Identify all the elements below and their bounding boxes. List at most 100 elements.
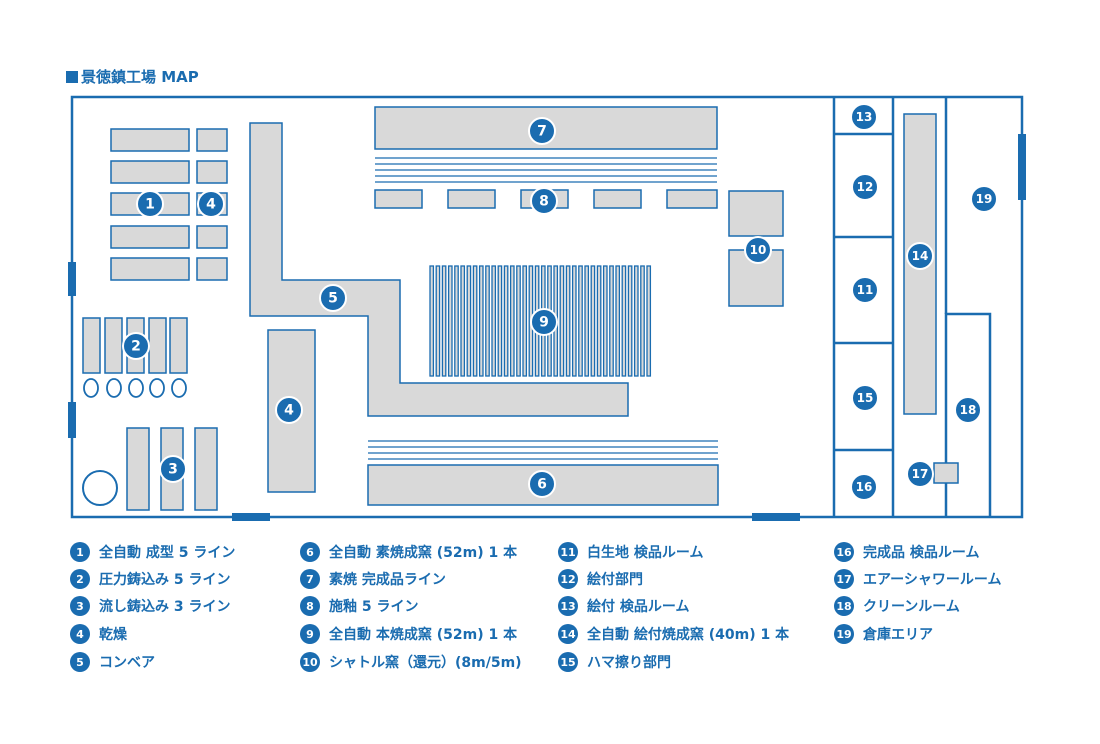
marker-number: 5 bbox=[328, 291, 338, 307]
glaze-line-slat bbox=[460, 265, 466, 377]
glaze-line-slat bbox=[640, 265, 645, 377]
glaze-line-slat bbox=[646, 265, 652, 377]
marker-number: 4 bbox=[284, 403, 294, 419]
legend-label: 絵付 検品ルーム bbox=[587, 599, 690, 615]
legend-item-15: 15 ハマ擦り部門 bbox=[558, 652, 671, 672]
equipment bbox=[196, 257, 228, 281]
equipment bbox=[126, 427, 150, 511]
oval bbox=[149, 378, 165, 398]
legend-number: 19 bbox=[834, 624, 854, 644]
area-marker-17: 17 bbox=[906, 460, 934, 488]
glaze-line-slat bbox=[615, 265, 621, 377]
marker-number: 11 bbox=[857, 283, 874, 297]
legend-label: 流し鋳込み 3 ライン bbox=[99, 599, 231, 615]
equipment bbox=[666, 189, 718, 209]
building-outline bbox=[70, 95, 1024, 519]
legend-label: ハマ擦り部門 bbox=[587, 655, 671, 671]
legend-number: 3 bbox=[70, 596, 90, 616]
area-marker-14: 14 bbox=[906, 242, 934, 270]
marker-number: 8 bbox=[539, 194, 549, 210]
marker-number: 4 bbox=[206, 197, 216, 213]
legend-number: 14 bbox=[558, 624, 578, 644]
legend-number: 9 bbox=[300, 624, 320, 644]
door bbox=[752, 513, 800, 521]
legend-number: 15 bbox=[558, 652, 578, 672]
door bbox=[68, 262, 76, 296]
glaze-line-slat bbox=[522, 265, 528, 377]
legend-item-19: 19 倉庫エリア bbox=[834, 624, 933, 644]
glaze-line-slat bbox=[559, 265, 565, 377]
legend-number: 5 bbox=[70, 652, 90, 672]
glaze-line-slat bbox=[491, 265, 497, 377]
marker-number: 12 bbox=[857, 180, 874, 194]
area-marker-18: 18 bbox=[954, 396, 982, 424]
legend-number: 1 bbox=[70, 542, 90, 562]
marker-circle bbox=[906, 242, 934, 270]
marker-circle bbox=[197, 190, 225, 218]
legend-label: 全自動 素焼成窯 (52m) 1 本 bbox=[329, 545, 518, 561]
legend-label: 倉庫エリア bbox=[863, 627, 933, 643]
clean-room-wall bbox=[944, 312, 992, 517]
legend-label: シャトル窯（還元）(8m/5m) bbox=[329, 655, 522, 671]
glaze-line-slat bbox=[627, 265, 633, 377]
glaze-line-slat bbox=[565, 265, 571, 377]
glaze-line-slat bbox=[441, 265, 447, 377]
oval bbox=[128, 378, 144, 398]
area-marker-6: 6 bbox=[528, 470, 556, 498]
area-marker-8: 8 bbox=[530, 187, 558, 215]
area-marker-10: 10 bbox=[744, 236, 772, 264]
marker-circle bbox=[970, 185, 998, 213]
marker-circle bbox=[850, 103, 878, 131]
legend-number: 16 bbox=[834, 542, 854, 562]
marker-circle bbox=[954, 396, 982, 424]
title-square-icon bbox=[66, 70, 78, 83]
marker-circle bbox=[851, 384, 879, 412]
round-tank bbox=[82, 470, 118, 506]
marker-number: 10 bbox=[750, 243, 767, 257]
oval bbox=[83, 378, 99, 398]
marker-number: 7 bbox=[537, 124, 547, 140]
legend-label: 全自動 本焼成窯 (52m) 1 本 bbox=[329, 627, 518, 643]
area-marker-7: 7 bbox=[528, 117, 556, 145]
legend-label: コンベア bbox=[99, 655, 155, 671]
equipment bbox=[196, 225, 228, 249]
legend-number: 12 bbox=[558, 569, 578, 589]
legend-item-7: 7 素焼 完成品ライン bbox=[300, 569, 446, 589]
equipment bbox=[593, 189, 642, 209]
glaze-line-slat bbox=[485, 265, 490, 377]
legend-label: 素焼 完成品ライン bbox=[329, 572, 446, 588]
equipment bbox=[196, 160, 228, 184]
marker-circle bbox=[528, 470, 556, 498]
marker-number: 1 bbox=[145, 197, 155, 213]
marker-number: 2 bbox=[131, 339, 141, 355]
marker-circle bbox=[530, 187, 558, 215]
area-marker-13: 13 bbox=[850, 103, 878, 131]
legend-item-3: 3 流し鋳込み 3 ライン bbox=[70, 596, 231, 616]
page-title: 景徳鎮工場 MAP bbox=[66, 66, 199, 87]
marker-circle bbox=[275, 396, 303, 424]
glaze-line-slat bbox=[609, 265, 614, 377]
marker-number: 13 bbox=[856, 110, 873, 124]
area-marker-3: 3 bbox=[159, 455, 187, 483]
marker-number: 9 bbox=[539, 315, 549, 331]
area-marker-15: 15 bbox=[851, 384, 879, 412]
equipment bbox=[194, 427, 218, 511]
glaze-line-slat bbox=[633, 265, 639, 377]
legend-label: エアーシャワールーム bbox=[863, 572, 1002, 588]
marker-circle bbox=[851, 276, 879, 304]
area-marker-2: 2 bbox=[122, 332, 150, 360]
legend-number: 2 bbox=[70, 569, 90, 589]
area-marker-1: 1 bbox=[136, 190, 164, 218]
legend-number: 7 bbox=[300, 569, 320, 589]
glaze-line-slat bbox=[590, 265, 596, 377]
glaze-line-slat bbox=[621, 265, 627, 377]
area-marker-19: 19 bbox=[970, 185, 998, 213]
glaze-line-slat bbox=[497, 265, 503, 377]
